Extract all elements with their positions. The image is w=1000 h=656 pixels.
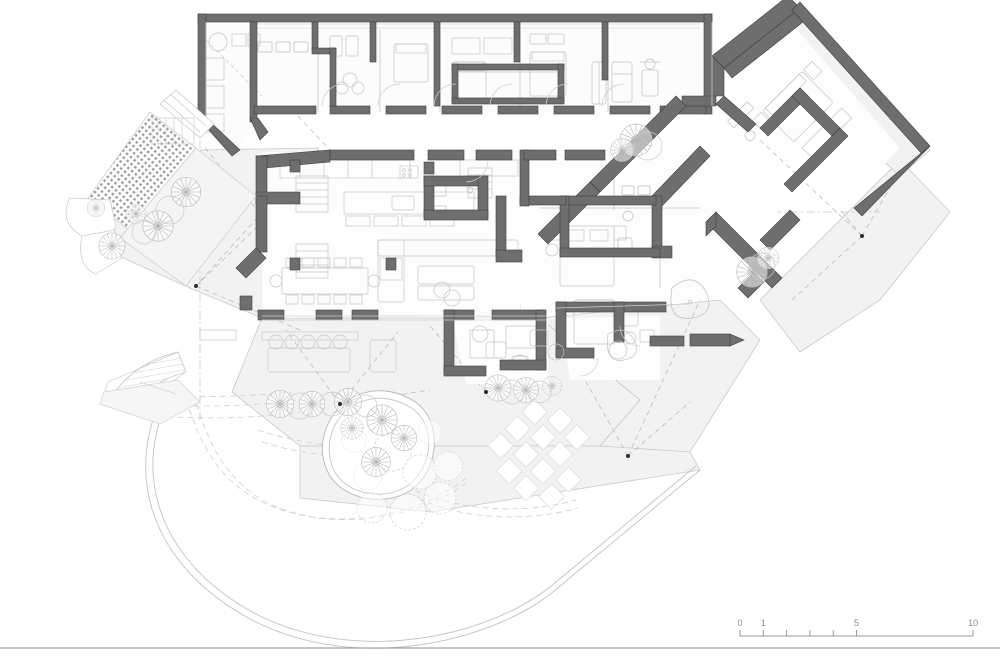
stair-main (295, 175, 329, 213)
graphic-scale-bar: 0 1 5 10 (735, 608, 985, 642)
east-bath-fixtures (617, 185, 710, 319)
northeast-suite (726, 24, 900, 212)
door-swings (321, 83, 641, 377)
scale-bar-label: 0 (737, 618, 742, 628)
structural-walls (197, 0, 931, 377)
central-living-rooms (262, 150, 520, 318)
scale-bar-label: 1 (761, 618, 766, 628)
glazing-lines (205, 22, 713, 321)
scale-bar-label: 5 (854, 618, 859, 628)
gym-equipment (591, 58, 660, 105)
terrace-paving-pattern (487, 398, 591, 510)
projection-vertex-points (194, 234, 864, 458)
scale-bar-ticks (739, 630, 974, 636)
living-furniture (377, 239, 519, 307)
terrace-lounge-chairs (261, 331, 397, 373)
east-wing-rooms (520, 150, 780, 319)
southwest-deck (99, 351, 201, 425)
scale-bar-label: 10 (968, 618, 978, 628)
stair-secondary (295, 243, 329, 279)
outdoor-furniture (199, 325, 637, 361)
garden-boundaries (145, 385, 701, 649)
shrub-circles (131, 131, 776, 420)
east-terrace-slab (759, 159, 951, 353)
scale-bar-labels: 0 1 5 10 (737, 618, 978, 628)
